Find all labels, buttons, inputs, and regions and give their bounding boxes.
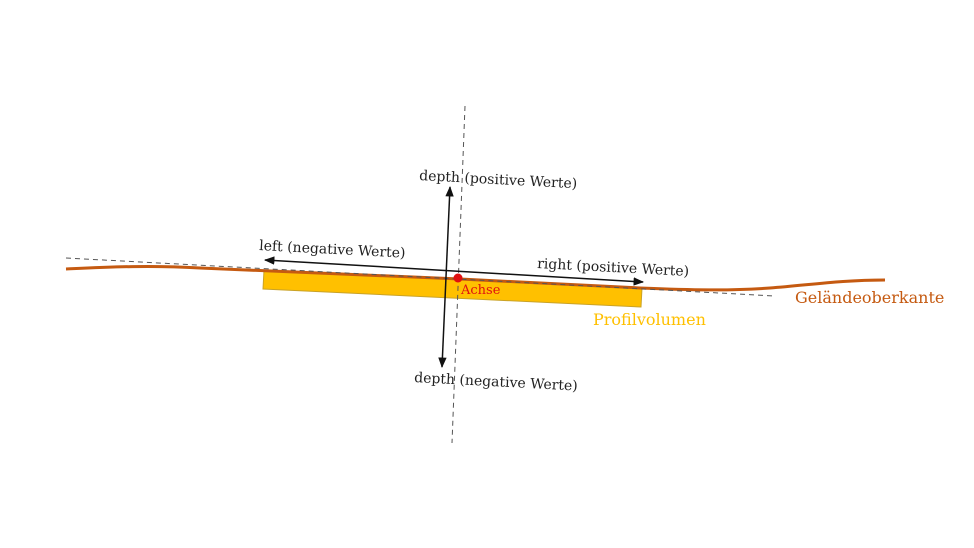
label-right-positive: right (positive Werte) [537,256,690,280]
depth-arrow [438,185,454,369]
left-right-arrow [263,256,645,286]
vertical-guide-dashed [451,105,466,444]
label-axis-point: Achse [460,283,501,298]
profile-volume-shape [262,269,643,308]
label-depth-negative: depth (negative Werte) [414,370,578,395]
label-terrain: Geländeoberkante [795,288,944,307]
label-depth-positive: depth (positive Werte) [419,168,578,192]
label-left-negative: left (negative Werte) [259,238,406,262]
label-profile-volume: Profilvolumen [593,310,706,329]
axis-point-marker [453,273,463,283]
